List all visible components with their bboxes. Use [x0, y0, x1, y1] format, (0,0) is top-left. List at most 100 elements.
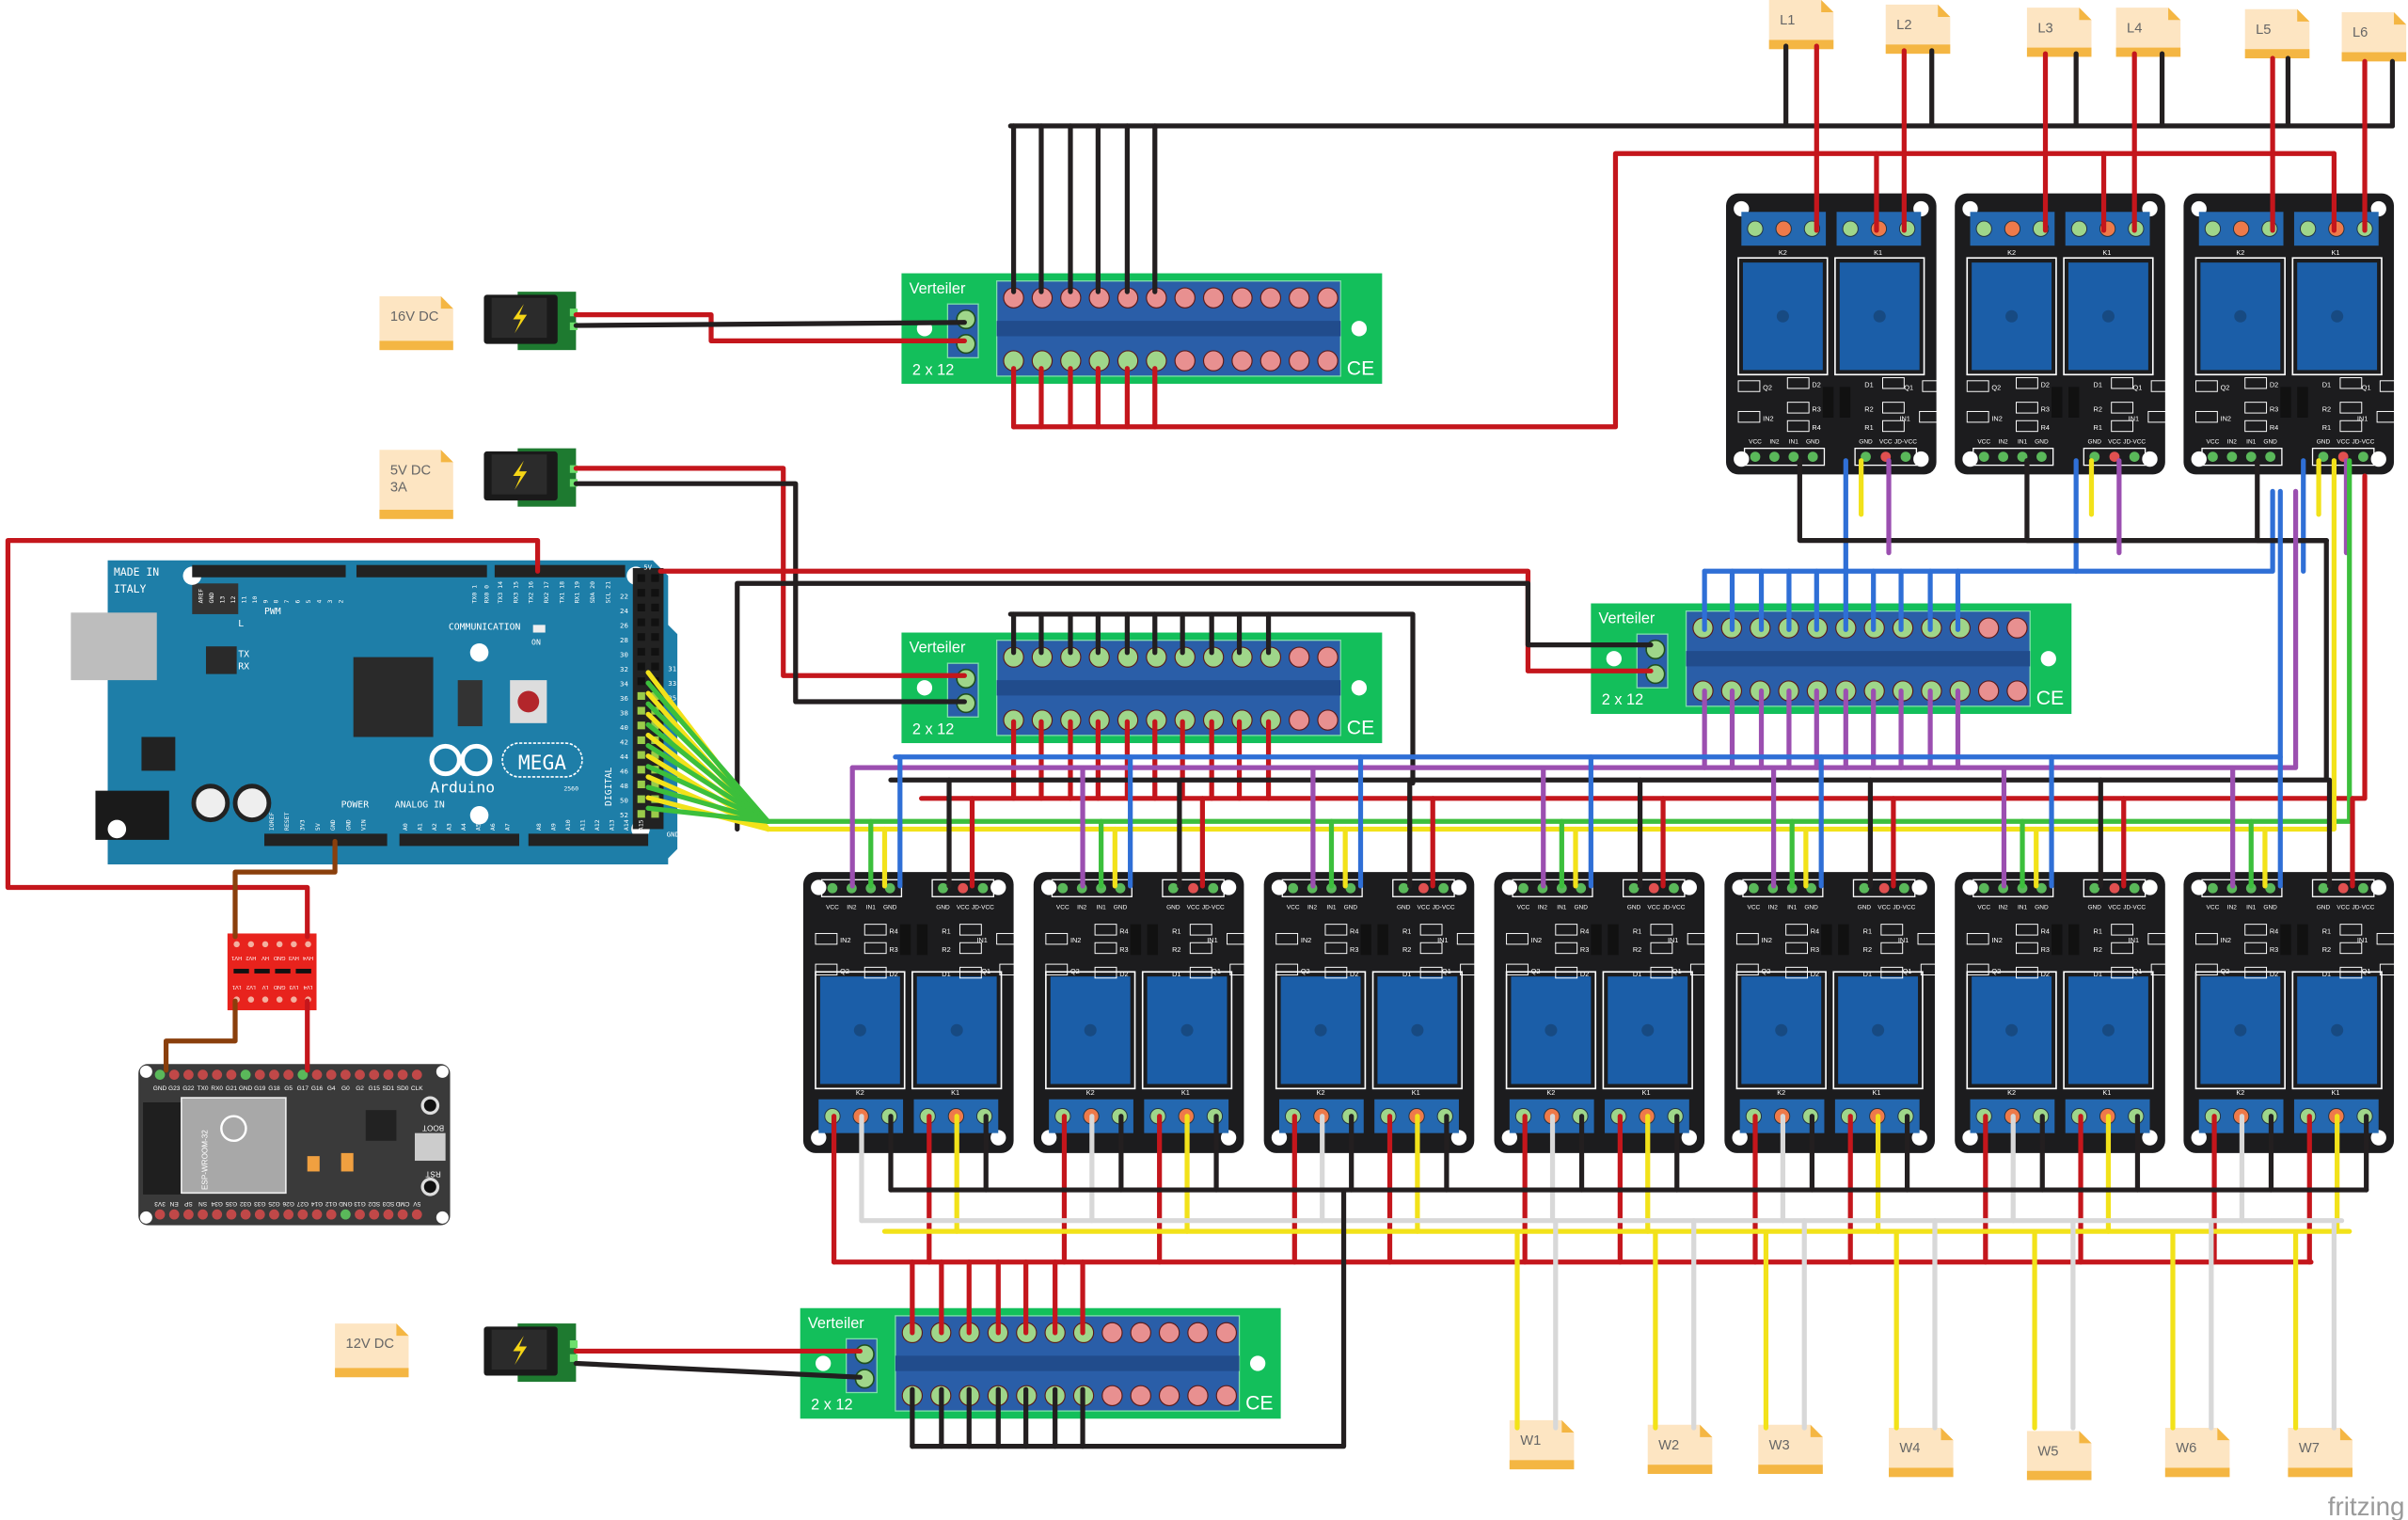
header-pin[interactable] — [1418, 882, 1429, 894]
digital-pin[interactable] — [637, 618, 645, 626]
esp32-pin[interactable] — [297, 1069, 309, 1081]
digital-pin[interactable] — [651, 751, 659, 759]
wire[interactable] — [645, 721, 771, 824]
esp32-pin[interactable] — [283, 1069, 294, 1081]
screw-terminal-top[interactable] — [1317, 646, 1339, 668]
header-pin[interactable] — [1188, 882, 1198, 894]
header-pin[interactable] — [2265, 451, 2276, 463]
digital-pin[interactable] — [637, 780, 645, 789]
esp32-pin[interactable] — [397, 1209, 408, 1220]
header-pin[interactable] — [2129, 451, 2140, 463]
header-pin[interactable] — [977, 882, 989, 894]
header-pin[interactable] — [1345, 882, 1356, 894]
esp32-pin[interactable] — [198, 1209, 208, 1220]
header-pin[interactable] — [1288, 882, 1299, 894]
wire[interactable] — [573, 320, 967, 328]
digital-pin[interactable] — [637, 766, 645, 774]
screw-terminal[interactable] — [2070, 220, 2088, 237]
screw-terminal[interactable] — [956, 309, 976, 330]
screw-terminal-top[interactable] — [1231, 287, 1253, 309]
header-pin[interactable] — [1398, 882, 1409, 894]
header-pin[interactable] — [958, 882, 969, 894]
header-pin[interactable] — [1648, 882, 1659, 894]
header-pin[interactable] — [884, 882, 895, 894]
esp32-pin[interactable] — [154, 1209, 166, 1220]
header-pin[interactable] — [1057, 882, 1069, 894]
digital-pin[interactable] — [651, 780, 659, 789]
screw-terminal-bottom[interactable] — [2006, 680, 2028, 702]
digital-pin[interactable] — [651, 810, 659, 818]
esp32-pin[interactable] — [254, 1209, 265, 1220]
screw-terminal-top[interactable] — [1202, 287, 1225, 309]
header-pin[interactable] — [2036, 451, 2047, 463]
wire[interactable] — [2255, 458, 2329, 544]
screw-terminal[interactable] — [1747, 220, 1764, 237]
digital-pin[interactable] — [637, 677, 645, 686]
header-pin[interactable] — [1788, 451, 1799, 463]
wire[interactable] — [645, 784, 771, 824]
wire[interactable] — [1010, 150, 2337, 430]
header-pin[interactable] — [2245, 451, 2257, 463]
screw-terminal[interactable] — [2299, 220, 2317, 237]
header-pin[interactable] — [1898, 882, 1909, 894]
digital-pin[interactable] — [637, 795, 645, 803]
wire[interactable] — [573, 1360, 863, 1380]
lv-pin[interactable] — [247, 996, 255, 1003]
header-pin[interactable] — [2265, 882, 2276, 894]
wire[interactable] — [1702, 488, 2275, 574]
esp32-pin[interactable] — [254, 1069, 265, 1081]
hv-pin[interactable] — [276, 941, 283, 948]
wire[interactable] — [645, 764, 771, 824]
wire[interactable] — [5, 537, 541, 940]
screw-terminal[interactable] — [1975, 220, 1992, 237]
digital-pin[interactable] — [637, 633, 645, 641]
header-pin[interactable] — [2358, 882, 2368, 894]
digital-pin[interactable] — [637, 589, 645, 597]
screw-terminal-bottom[interactable] — [1202, 350, 1225, 372]
screw-terminal-bottom[interactable] — [1174, 350, 1196, 372]
digital-pin[interactable] — [637, 721, 645, 730]
esp32-pin[interactable] — [383, 1069, 394, 1081]
digital-pin[interactable] — [651, 647, 659, 657]
header-pin[interactable] — [2318, 882, 2329, 894]
esp32-pin[interactable] — [397, 1069, 408, 1081]
digital-pin[interactable] — [651, 618, 659, 626]
esp32-pin[interactable] — [311, 1209, 323, 1220]
wire[interactable] — [232, 838, 338, 940]
screw-terminal-top[interactable] — [1317, 287, 1339, 309]
esp32-pin[interactable] — [340, 1209, 351, 1220]
screw-terminal-top[interactable] — [1174, 287, 1196, 309]
usb-b-port[interactable] — [71, 612, 157, 681]
digital-pin[interactable] — [637, 691, 645, 701]
digital-pin[interactable] — [637, 706, 645, 715]
wire[interactable] — [645, 805, 771, 824]
digital-pin[interactable] — [637, 574, 645, 582]
screw-terminal-bottom[interactable] — [1317, 709, 1339, 731]
digital-pin[interactable] — [637, 647, 645, 657]
digital-pin[interactable] — [651, 662, 659, 671]
header-pin[interactable] — [2208, 882, 2218, 894]
lv-pin[interactable] — [276, 996, 283, 1003]
header-pin[interactable] — [2208, 451, 2218, 463]
digital-pin[interactable] — [637, 751, 645, 759]
screw-terminal[interactable] — [956, 334, 976, 355]
screw-terminal-bottom[interactable] — [1101, 1385, 1123, 1406]
header-pin[interactable] — [2337, 882, 2349, 894]
hv-pin[interactable] — [305, 941, 311, 948]
esp32-pin[interactable] — [355, 1209, 365, 1220]
wire[interactable] — [765, 458, 2337, 832]
esp32-pin[interactable] — [269, 1209, 279, 1220]
wire[interactable] — [163, 998, 238, 1073]
esp32-pin[interactable] — [369, 1209, 380, 1220]
screw-terminal[interactable] — [1842, 220, 1859, 237]
esp32-pin[interactable] — [325, 1209, 337, 1220]
header-pin[interactable] — [1518, 882, 1529, 894]
wire[interactable] — [645, 680, 771, 824]
header-pin[interactable] — [1438, 882, 1450, 894]
screw-terminal-top[interactable] — [1231, 646, 1253, 668]
micro-usb-port[interactable] — [414, 1132, 446, 1162]
digital-pin[interactable] — [651, 574, 659, 582]
header-pin[interactable] — [1978, 451, 1989, 463]
screw-terminal-bottom[interactable] — [1215, 1385, 1238, 1406]
digital-pin[interactable] — [651, 603, 659, 611]
